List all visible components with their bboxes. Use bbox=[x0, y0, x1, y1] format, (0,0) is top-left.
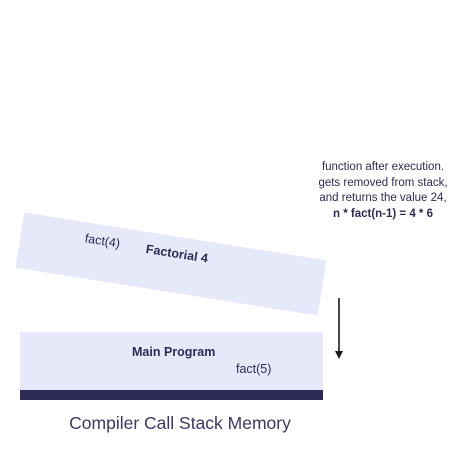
frame-call-fact-5: fact(5) bbox=[236, 362, 272, 376]
stack-frame-main-program: Main Program fact(5) bbox=[20, 332, 323, 390]
stack-base-bar bbox=[20, 390, 323, 400]
annotation-line-3: and returns the value 24, bbox=[319, 192, 447, 204]
stack-frame-factorial-4: Factorial 4 fact(4) bbox=[15, 212, 327, 316]
annotation-line-1: function after execution. bbox=[321, 161, 445, 173]
diagram-caption: Compiler Call Stack Memory bbox=[69, 413, 291, 433]
frame-title-main-program: Main Program bbox=[132, 345, 216, 359]
frame-call-fact-4: fact(4) bbox=[83, 231, 122, 251]
removal-annotation: function after execution. gets removed f… bbox=[288, 160, 474, 222]
annotation-formula: n * fact(n-1) = 4 * 6 bbox=[332, 207, 433, 220]
arrow-down-icon bbox=[335, 298, 343, 359]
annotation-line-2: gets removed from stack, bbox=[318, 176, 448, 189]
frame-title-factorial-4: Factorial 4 bbox=[144, 241, 209, 266]
